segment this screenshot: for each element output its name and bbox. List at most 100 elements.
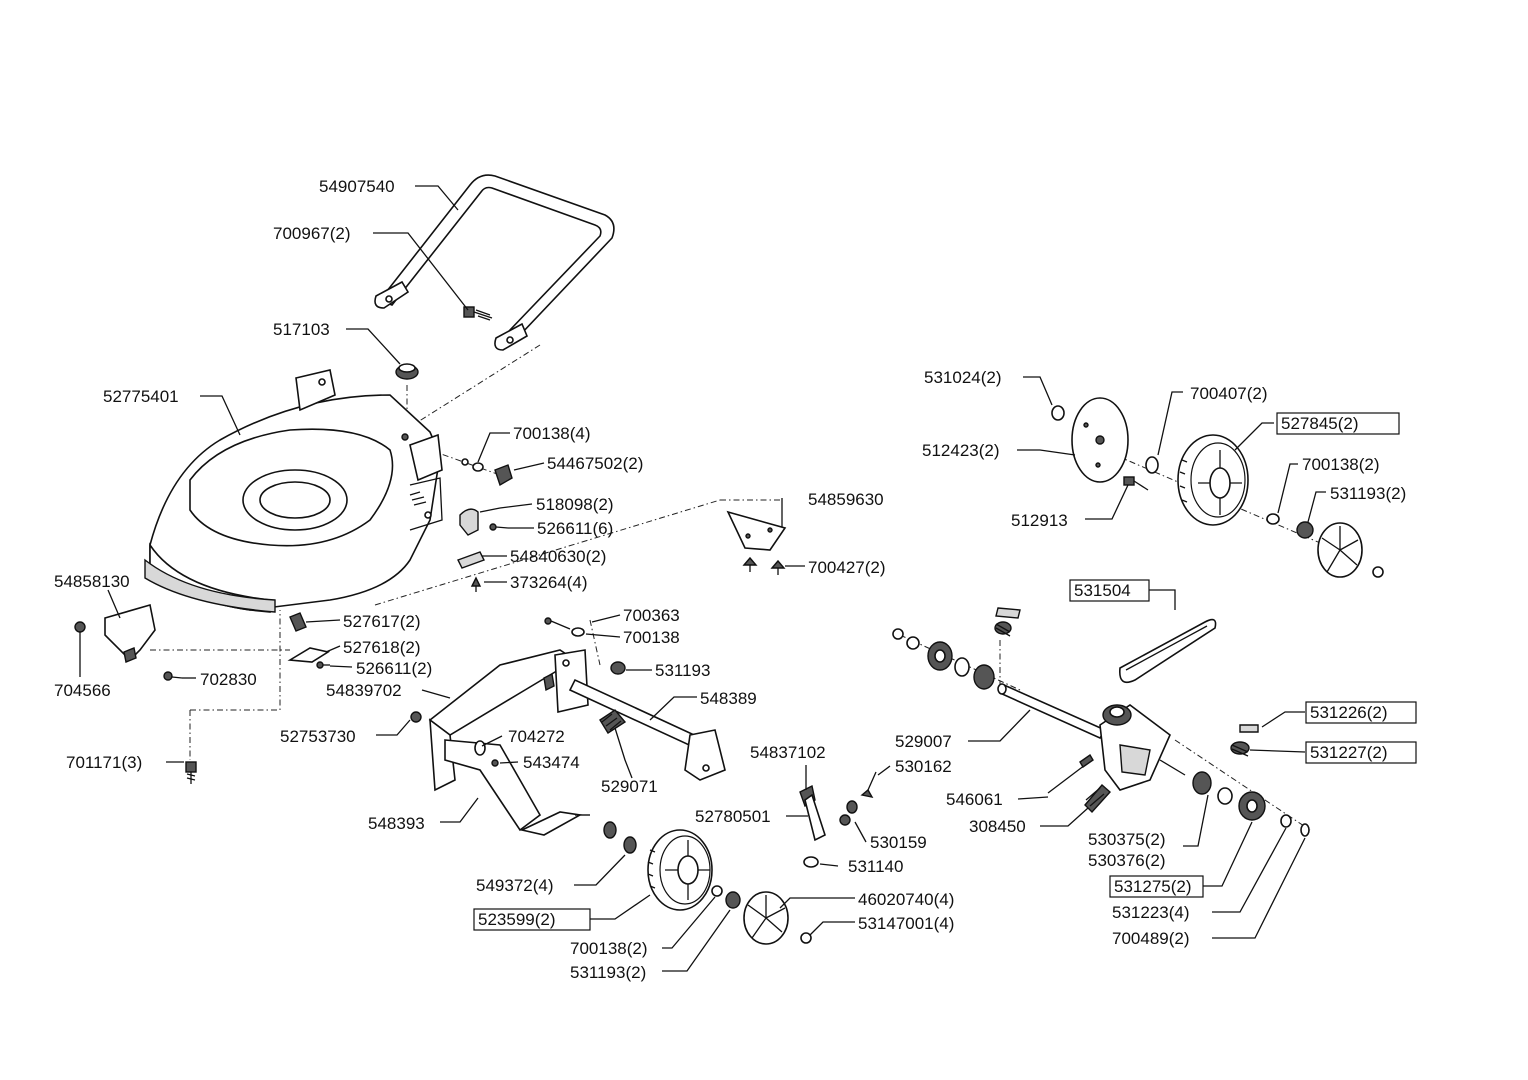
nut bbox=[846, 800, 858, 814]
bolt bbox=[860, 771, 877, 798]
part-label-700138-4: 700138(4) bbox=[513, 424, 591, 443]
part-label-46020740: 46020740(4) bbox=[858, 890, 954, 909]
nut bbox=[725, 891, 741, 909]
part-label-530375: 530375(2) bbox=[1088, 830, 1166, 849]
washer bbox=[1266, 513, 1280, 525]
clip bbox=[1300, 823, 1310, 837]
part-label-700138-2b: 700138(2) bbox=[570, 939, 648, 958]
part-label-373264: 373264(4) bbox=[510, 573, 588, 592]
hub-cap bbox=[1317, 522, 1363, 578]
screw bbox=[489, 523, 509, 531]
part-label-700138: 700138 bbox=[623, 628, 680, 647]
height-pin bbox=[289, 612, 307, 632]
part-label-527845: 527845(2) bbox=[1281, 414, 1359, 433]
part-label-701171: 701171(3) bbox=[66, 753, 142, 772]
key bbox=[1239, 724, 1259, 733]
bushing bbox=[623, 836, 637, 854]
part-label-526611-2: 526611(2) bbox=[356, 659, 432, 678]
label-boxes bbox=[473, 412, 1417, 931]
bearing bbox=[1217, 787, 1233, 805]
height-lever bbox=[287, 647, 331, 663]
part-label-531193: 531193 bbox=[655, 661, 710, 680]
ratchet-gear bbox=[1238, 791, 1266, 821]
cap bbox=[1372, 566, 1384, 578]
part-label-531226: 531226(2) bbox=[1310, 703, 1388, 722]
part-label-54467502: 54467502(2) bbox=[547, 454, 643, 473]
washer bbox=[474, 740, 486, 756]
flap-clip bbox=[123, 647, 137, 663]
part-label-54840630: 54840630(2) bbox=[510, 547, 606, 566]
screw bbox=[742, 556, 758, 566]
part-label-54859630: 54859630 bbox=[808, 490, 884, 509]
rear-wheel bbox=[1177, 434, 1249, 526]
bracket-clip bbox=[494, 464, 513, 487]
part-label-543474: 543474 bbox=[523, 753, 580, 772]
part-label-518098: 518098(2) bbox=[536, 495, 614, 514]
cap bbox=[800, 932, 812, 944]
plate bbox=[457, 551, 485, 569]
spring bbox=[599, 709, 627, 734]
part-label-549372: 549372(4) bbox=[476, 876, 554, 895]
part-label-52753730: 52753730 bbox=[280, 727, 356, 746]
drive-belt bbox=[1118, 618, 1217, 684]
part-label-52775401: 52775401 bbox=[103, 387, 179, 406]
bolt bbox=[185, 761, 197, 784]
part-label-704566: 704566 bbox=[54, 681, 111, 700]
gearbox bbox=[1099, 704, 1186, 791]
screw bbox=[316, 661, 330, 669]
part-label-54907540: 54907540 bbox=[319, 177, 395, 196]
nut bbox=[1296, 521, 1314, 539]
part-label-517103: 517103 bbox=[273, 320, 330, 339]
spring bbox=[1084, 784, 1111, 814]
part-label-308450: 308450 bbox=[969, 817, 1026, 836]
cable-end bbox=[1047, 753, 1094, 794]
washer bbox=[892, 628, 904, 640]
part-label-700489: 700489(2) bbox=[1112, 929, 1190, 948]
part-label-700427: 700427(2) bbox=[808, 558, 886, 577]
washer bbox=[803, 856, 819, 868]
part-label-529071: 529071 bbox=[601, 777, 658, 796]
grommet bbox=[395, 363, 419, 380]
part-label-54858130: 54858130 bbox=[54, 572, 130, 591]
screw bbox=[470, 576, 482, 592]
part-label-512423: 512423(2) bbox=[922, 441, 1000, 460]
part-label-531024: 531024(2) bbox=[924, 368, 1002, 387]
part-label-700138-2a: 700138(2) bbox=[1302, 455, 1380, 474]
part-label-531193-2b: 531193(2) bbox=[570, 963, 646, 982]
drive-lever bbox=[799, 784, 826, 842]
part-label-548389: 548389 bbox=[700, 689, 757, 708]
part-label-527617: 527617(2) bbox=[343, 612, 421, 631]
bushing bbox=[973, 664, 995, 690]
part-label-523599: 523599(2) bbox=[478, 910, 556, 929]
screw bbox=[770, 559, 786, 569]
bearing bbox=[954, 657, 970, 677]
part-label-531140: 531140 bbox=[848, 857, 903, 876]
hub-cap bbox=[743, 891, 789, 945]
front-axle-bracket bbox=[428, 649, 726, 836]
pinion-gear bbox=[927, 641, 953, 671]
washer bbox=[1051, 405, 1065, 421]
spring bbox=[994, 621, 1012, 637]
part-label-530376: 530376(2) bbox=[1088, 851, 1166, 870]
washer bbox=[1280, 814, 1292, 828]
part-label-548393: 548393 bbox=[368, 814, 425, 833]
part-label-54839702: 54839702 bbox=[326, 681, 402, 700]
handle-bolt bbox=[463, 306, 493, 321]
part-label-512913: 512913 bbox=[1011, 511, 1068, 530]
washer bbox=[711, 885, 723, 897]
part-label-531223: 531223(4) bbox=[1112, 903, 1190, 922]
hub-plate bbox=[1071, 397, 1129, 483]
part-label-531193-2a: 531193(2) bbox=[1330, 484, 1406, 503]
part-label-531504: 531504 bbox=[1074, 581, 1131, 600]
mower-deck bbox=[144, 369, 443, 613]
part-label-531275: 531275(2) bbox=[1114, 877, 1192, 896]
part-label-700363: 700363 bbox=[623, 606, 680, 625]
nut bbox=[610, 661, 626, 675]
part-label-530159: 530159 bbox=[870, 833, 927, 852]
nut bbox=[839, 814, 851, 826]
key bbox=[995, 607, 1021, 619]
part-label-53147001: 53147001(4) bbox=[858, 914, 954, 933]
part-label-529007: 529007 bbox=[895, 732, 952, 751]
part-label-700407: 700407(2) bbox=[1190, 384, 1268, 403]
